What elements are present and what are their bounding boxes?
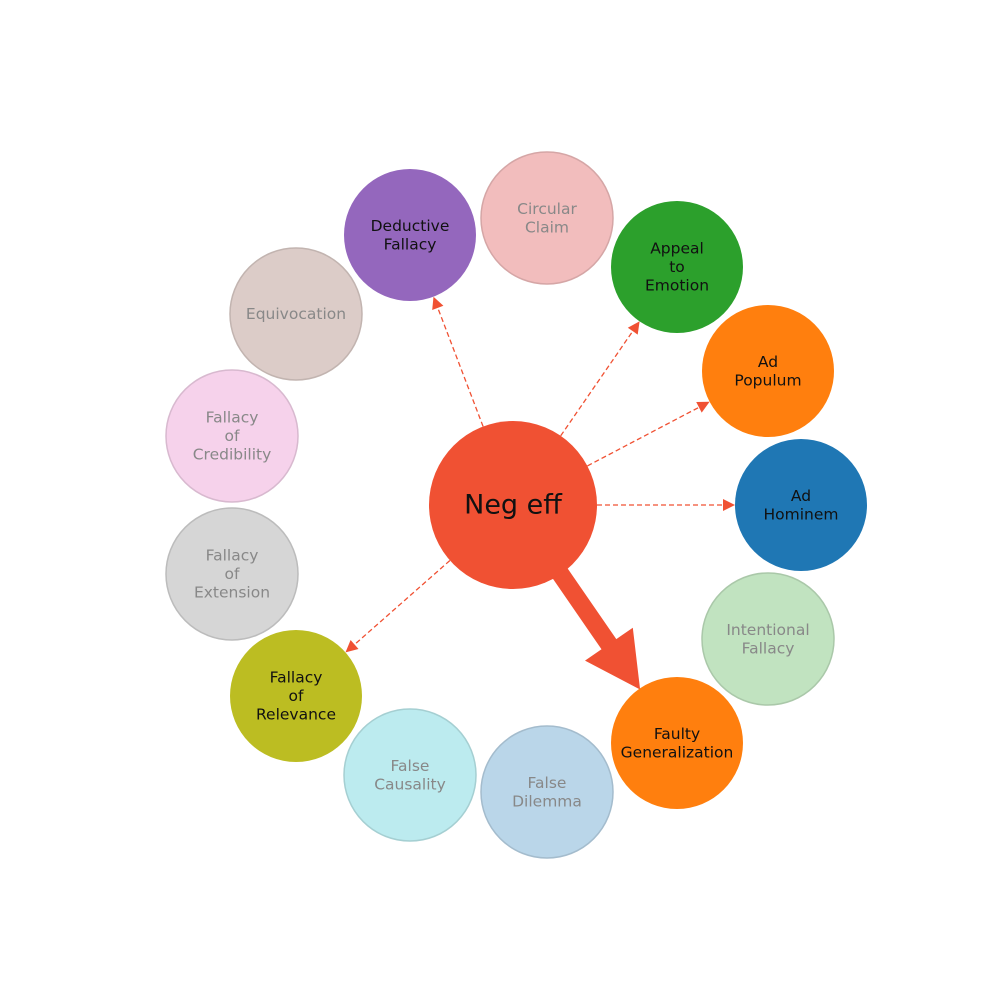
node-label-faulty-generalization: Faulty bbox=[654, 725, 700, 743]
dashed-line-appeal-to-emotion bbox=[560, 330, 634, 437]
node-circle-fallacy-of-credibility bbox=[165, 369, 299, 503]
node-label-fallacy-of-credibility: of bbox=[225, 427, 240, 445]
node-circle-deductive-fallacy bbox=[344, 169, 476, 301]
node-label-false-dilemma: Dilemma bbox=[512, 792, 582, 810]
node-label-fallacy-of-extension: of bbox=[225, 565, 240, 583]
edge-ad-populum bbox=[587, 401, 710, 467]
node-label-false-causality: False bbox=[391, 757, 430, 775]
node-circle-false-causality bbox=[343, 708, 477, 842]
center-node[interactable]: Neg eff bbox=[429, 421, 597, 589]
node-label-ad-hominem: Ad bbox=[791, 487, 811, 505]
bold-arrow-faulty-generalization bbox=[541, 552, 641, 690]
arrowhead-fallacy-of-relevance bbox=[345, 640, 359, 653]
node-label-false-causality: Causality bbox=[374, 775, 446, 793]
node-label-circular-claim: Claim bbox=[525, 218, 569, 236]
node-circle-intentional-fallacy bbox=[701, 572, 835, 706]
node-label-ad-populum: Populum bbox=[734, 371, 801, 389]
node-label-ad-populum: Ad bbox=[758, 353, 778, 371]
node-label-equivocation: Equivocation bbox=[246, 305, 346, 323]
edge-deductive-fallacy bbox=[432, 296, 484, 427]
node-label-fallacy-of-relevance: Relevance bbox=[256, 706, 336, 724]
arrowhead-deductive-fallacy bbox=[432, 296, 444, 310]
nodes-layer: DeductiveFallacyCircularClaimAppealtoEmo… bbox=[165, 151, 867, 859]
node-circle-fallacy-of-relevance bbox=[230, 630, 362, 762]
node-label-appeal-to-emotion: Emotion bbox=[645, 277, 709, 295]
edges-layer bbox=[345, 296, 735, 690]
node-label-fallacy-of-relevance: Fallacy bbox=[270, 669, 323, 687]
edge-faulty-generalization bbox=[541, 552, 641, 690]
node-circle-ad-populum bbox=[702, 305, 834, 437]
center-node-label: Neg eff bbox=[464, 490, 563, 521]
node-label-intentional-fallacy: Fallacy bbox=[742, 639, 795, 657]
node-label-fallacy-of-credibility: Credibility bbox=[193, 446, 272, 464]
node-circle-faulty-generalization bbox=[611, 677, 743, 809]
node-circle-equivocation bbox=[229, 247, 363, 381]
node-label-false-dilemma: False bbox=[528, 774, 567, 792]
center-node-circle bbox=[429, 421, 597, 589]
edge-appeal-to-emotion bbox=[560, 321, 640, 437]
node-label-fallacy-of-credibility: Fallacy bbox=[206, 409, 259, 427]
node-label-fallacy-of-extension: Fallacy bbox=[206, 547, 259, 565]
node-label-appeal-to-emotion: to bbox=[669, 258, 685, 276]
node-label-faulty-generalization: Generalization bbox=[621, 743, 734, 761]
edge-ad-hominem bbox=[597, 499, 735, 511]
node-equivocation[interactable]: Equivocation bbox=[229, 247, 363, 381]
node-label-deductive-fallacy: Fallacy bbox=[384, 235, 437, 253]
node-circle-false-dilemma bbox=[480, 725, 614, 859]
node-label-ad-hominem: Hominem bbox=[763, 505, 838, 523]
node-label-appeal-to-emotion: Appeal bbox=[650, 240, 704, 258]
node-circle-appeal-to-emotion bbox=[611, 201, 743, 333]
dashed-line-fallacy-of-relevance bbox=[354, 560, 451, 645]
node-circle-circular-claim bbox=[480, 151, 614, 285]
node-circle-ad-hominem bbox=[735, 439, 867, 571]
arrowhead-ad-populum bbox=[696, 401, 710, 413]
node-label-fallacy-of-relevance: of bbox=[289, 687, 304, 705]
arrowhead-ad-hominem bbox=[723, 499, 735, 511]
node-label-fallacy-of-extension: Extension bbox=[194, 584, 270, 602]
edge-fallacy-of-relevance bbox=[345, 560, 451, 653]
dashed-line-deductive-fallacy bbox=[437, 307, 484, 427]
node-circle-fallacy-of-extension bbox=[165, 507, 299, 641]
arrowhead-appeal-to-emotion bbox=[627, 321, 640, 335]
node-label-deductive-fallacy: Deductive bbox=[371, 217, 450, 235]
dashed-line-ad-populum bbox=[587, 406, 700, 467]
node-label-intentional-fallacy: Intentional bbox=[726, 621, 809, 639]
node-label-circular-claim: Circular bbox=[517, 200, 577, 218]
